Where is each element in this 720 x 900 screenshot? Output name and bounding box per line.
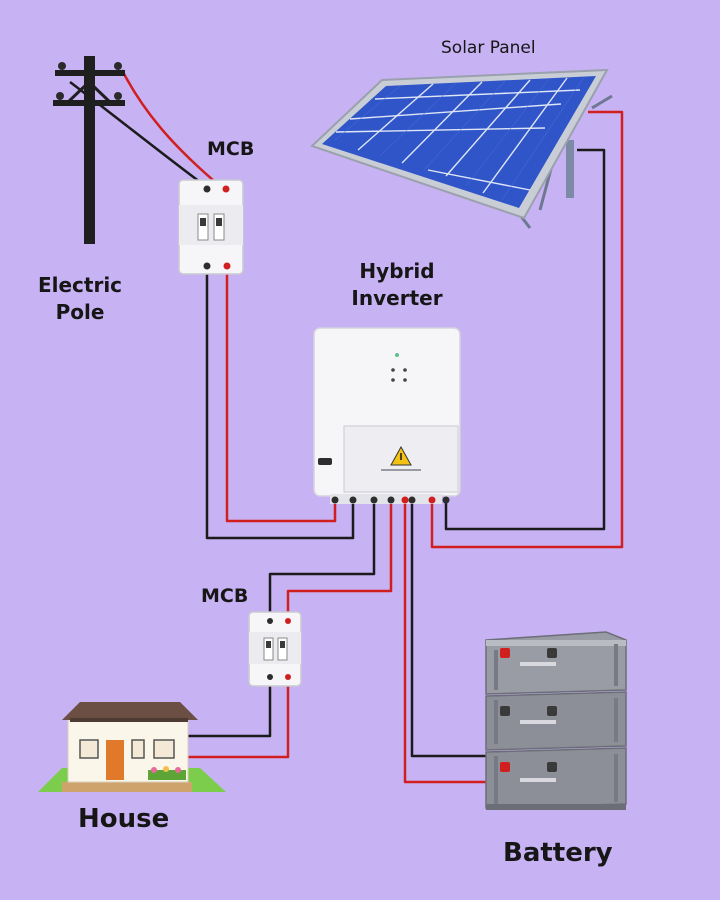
warning-icon (381, 445, 421, 471)
wire-mcb-inverter-red (225, 268, 337, 523)
inverter-icon (313, 327, 461, 504)
wires (69, 69, 624, 784)
solar-panel-label: Solar Panel (441, 38, 536, 58)
mcb-top-label: MCB (207, 138, 255, 160)
house-icon (38, 702, 226, 792)
wire-inverter-mcb2-red (286, 500, 393, 620)
house-label: House (78, 804, 170, 834)
electric-pole-label-line1: Electric (37, 273, 123, 297)
mcb-bottom-label: MCB (201, 585, 249, 607)
hybrid-inverter-label-line2: Inverter (351, 286, 443, 310)
hybrid-inverter-label-line1: Hybrid (359, 259, 435, 283)
wire-mcb-inverter-black (205, 268, 355, 540)
wire-pole-red (120, 69, 223, 189)
wire-mcb2-house-black (180, 678, 272, 738)
solar-panel-icon (310, 68, 613, 229)
electric-pole-label-line2: Pole (55, 300, 105, 324)
wire-inverter-mcb2-black (268, 500, 376, 620)
wire-inverter-battery-black (410, 500, 492, 758)
wire-mcb2-house-red (180, 678, 290, 759)
breaker-icon-bottom (248, 611, 302, 687)
hybrid-inverter-label: Hybrid Inverter (345, 258, 449, 312)
battery-label: Battery (503, 838, 613, 868)
battery-stack-icon (485, 631, 627, 810)
wire-inverter-battery-red (403, 500, 492, 784)
electric-pole-label: Electric Pole (32, 272, 128, 326)
breaker-icon (178, 179, 244, 275)
utility-pole-icon (53, 56, 125, 244)
wire-inverter-solar-red (430, 110, 624, 549)
wire-inverter-solar-black (444, 148, 606, 531)
